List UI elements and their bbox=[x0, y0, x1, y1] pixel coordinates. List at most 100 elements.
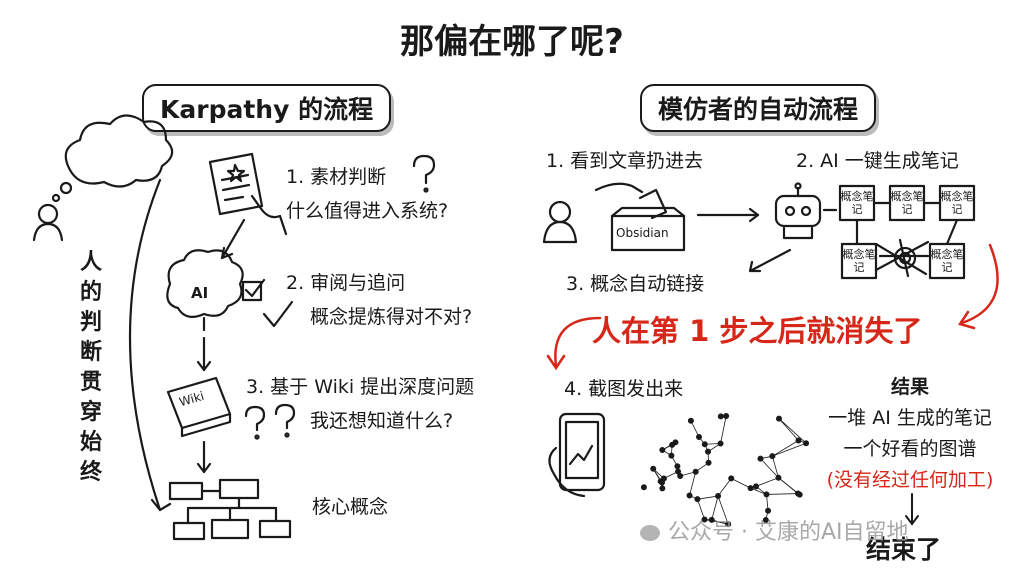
network-node bbox=[705, 459, 712, 466]
watermark-text: 公众号 · 艾康的AI自留地 bbox=[668, 520, 909, 545]
network-node bbox=[803, 440, 810, 447]
network-node bbox=[668, 452, 675, 459]
network-node bbox=[660, 475, 667, 482]
network-node bbox=[717, 413, 724, 420]
network-edge bbox=[690, 420, 700, 438]
network-edge bbox=[717, 478, 732, 497]
red-curve-arrow-right bbox=[960, 243, 999, 325]
network-node bbox=[640, 484, 647, 491]
network-node bbox=[672, 439, 679, 446]
network-edge bbox=[778, 418, 807, 444]
page-title: 那偏在哪了呢? bbox=[400, 22, 624, 62]
result-end: 结束了 bbox=[866, 535, 942, 564]
book-icon bbox=[166, 376, 232, 438]
result-line-1: 一堆 AI 生成的笔记 bbox=[828, 407, 992, 429]
concept-map-icon bbox=[168, 478, 292, 541]
red-curve-arrow-left bbox=[554, 316, 602, 368]
network-edge bbox=[771, 456, 779, 478]
network-edge bbox=[731, 478, 751, 489]
network-node bbox=[752, 483, 759, 490]
note-label: 概念笔记 bbox=[930, 248, 964, 274]
network-node bbox=[762, 517, 769, 524]
document-hand-icon bbox=[208, 152, 288, 236]
right-step-4: 4. 截图发出来 bbox=[564, 378, 684, 400]
red-statement: 人在第 1 步之后就消失了 bbox=[592, 314, 923, 348]
network-node bbox=[692, 468, 699, 475]
person-icon bbox=[32, 203, 64, 242]
network-edge bbox=[711, 495, 719, 520]
left-final-concept: 核心概念 bbox=[312, 496, 389, 518]
wechat-icon bbox=[640, 525, 660, 541]
phone-icon bbox=[548, 412, 606, 498]
network-node bbox=[717, 440, 724, 447]
network-node bbox=[650, 465, 657, 472]
brain-label: AI bbox=[191, 284, 209, 302]
left-step-3-title: 3. 基于 Wiki 提出深度问题 bbox=[246, 376, 475, 398]
network-node bbox=[763, 491, 770, 498]
note-label: 概念笔记 bbox=[940, 190, 974, 216]
obsidian-label: Obsidian bbox=[616, 226, 669, 240]
network-node bbox=[674, 463, 681, 470]
network-edge bbox=[697, 499, 705, 520]
right-step-2: 2. AI 一键生成笔记 bbox=[796, 150, 959, 172]
network-node bbox=[659, 485, 666, 492]
checkbox-icon bbox=[241, 278, 266, 302]
network-node bbox=[705, 448, 712, 455]
network-node bbox=[747, 485, 754, 492]
watermark: 公众号 · 艾康的AI自留地 bbox=[640, 514, 909, 546]
left-step-1-title: 1. 素材判断 bbox=[286, 166, 387, 188]
robot-icon bbox=[774, 182, 822, 240]
network-edge bbox=[689, 471, 697, 496]
network-node bbox=[701, 516, 708, 523]
right-step-1: 1. 看到文章扔进去 bbox=[546, 150, 704, 172]
note-label: 概念笔记 bbox=[842, 248, 876, 274]
network-edge bbox=[717, 495, 729, 525]
network-node bbox=[686, 492, 693, 499]
result-block: 结果 一堆 AI 生成的笔记 一个好看的图谱 (没有经过任何加工) bbox=[810, 372, 1010, 496]
hand-dropping-paper-icon bbox=[594, 182, 668, 220]
right-step-3: 3. 概念自动链接 bbox=[566, 273, 705, 295]
network-edge bbox=[697, 495, 719, 500]
left-header: Karpathy 的流程 bbox=[142, 84, 392, 132]
note-label: 概念笔记 bbox=[840, 190, 874, 216]
thought-cloud-icon bbox=[51, 114, 174, 203]
left-step-1-sub: 什么值得进入系统? bbox=[286, 200, 449, 222]
network-node bbox=[775, 415, 782, 422]
network-node bbox=[795, 437, 802, 444]
left-step-3: 3. 基于 Wiki 提出深度问题 我还想知道什么? bbox=[246, 372, 474, 436]
left-step-3-sub: 我还想知道什么? bbox=[310, 410, 454, 432]
network-node bbox=[701, 441, 708, 448]
vertical-judgment-text: 人的判断贯穿始终 bbox=[79, 250, 102, 485]
network-node bbox=[765, 507, 772, 514]
network-node bbox=[715, 493, 722, 500]
left-step-1: 1. 素材判断 什么值得进入系统? bbox=[286, 162, 448, 226]
network-node bbox=[687, 417, 694, 424]
network-node bbox=[796, 491, 803, 498]
brain-icon bbox=[166, 249, 244, 332]
checkmark-icon bbox=[262, 300, 294, 328]
network-edge bbox=[720, 415, 727, 444]
result-red-line: (没有经过任何加工) bbox=[826, 469, 994, 491]
network-node bbox=[723, 412, 730, 419]
network-graph bbox=[640, 412, 810, 528]
right-header: 模仿者的自动流程 bbox=[640, 84, 877, 132]
network-node bbox=[694, 496, 701, 503]
network-edge bbox=[778, 418, 799, 441]
left-step-2-title: 2. 审阅与追问 bbox=[286, 272, 406, 294]
network-edge bbox=[755, 477, 779, 487]
network-node bbox=[708, 516, 715, 523]
concept-notes-network bbox=[838, 184, 976, 280]
network-node bbox=[757, 455, 764, 462]
question-marks-icon bbox=[244, 403, 296, 440]
network-node bbox=[696, 434, 703, 441]
left-step-2-sub: 概念提炼得对不对? bbox=[310, 306, 473, 328]
network-edge bbox=[766, 493, 798, 495]
person-icon-right bbox=[542, 200, 578, 244]
network-node bbox=[675, 468, 682, 475]
network-node bbox=[769, 453, 776, 460]
network-node bbox=[725, 521, 732, 528]
obsidian-box-icon bbox=[610, 206, 686, 252]
network-node bbox=[775, 474, 782, 481]
left-arc-arrow bbox=[128, 178, 162, 512]
